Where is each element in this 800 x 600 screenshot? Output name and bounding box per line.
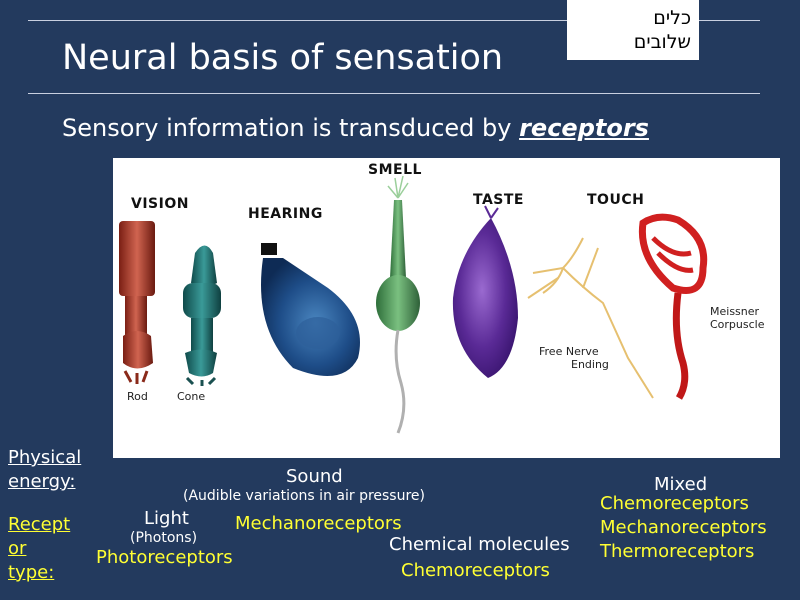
light-energy: Light	[144, 508, 189, 529]
olfactory-cell-icon	[376, 175, 420, 434]
caption-cone: Cone	[177, 390, 206, 403]
label-vision: VISION	[131, 196, 189, 212]
receptor-type-label-2: or	[8, 538, 27, 559]
receptor-figure: VISION HEARING SMELL TASTE TOUCH Rod Con…	[113, 158, 780, 458]
sound-energy: Sound	[286, 466, 343, 487]
mixed-receptor-2: Mechanoreceptors	[600, 517, 767, 538]
receptor-type-label-1: Recept	[8, 514, 71, 535]
hair-cell-icon	[261, 243, 360, 376]
sound-receptor: Mechanoreceptors	[235, 513, 402, 534]
physical-energy-label-1: Physical	[8, 447, 82, 468]
light-receptor: Photoreceptors	[96, 547, 233, 568]
slide-subtitle: Sensory information is transduced by rec…	[62, 114, 649, 142]
sound-detail: (Audible variations in air pressure)	[183, 488, 425, 504]
caption-meissner-2: Corpuscle	[710, 318, 765, 331]
mixed-energy: Mixed	[654, 474, 708, 495]
hebrew-logo-line1: כלים	[653, 7, 691, 29]
mixed-receptor-3: Thermoreceptors	[600, 541, 755, 562]
subtitle-emphasis: receptors	[519, 114, 649, 142]
slide-title: Neural basis of sensation	[62, 38, 504, 78]
mixed-receptor-1: Chemoreceptors	[600, 493, 749, 514]
physical-energy-label-2: energy:	[8, 471, 76, 492]
hebrew-logo-line2: שלובים	[633, 31, 691, 53]
receptor-illustration	[119, 175, 708, 434]
caption-free-nerve-2: Ending	[571, 358, 609, 371]
label-taste: TASTE	[473, 192, 524, 208]
rod-cell-icon	[119, 221, 155, 384]
meissner-corpuscle-icon	[638, 213, 708, 400]
free-nerve-ending-icon	[527, 237, 654, 399]
light-detail: (Photons)	[130, 530, 198, 546]
title-underline-rule	[28, 93, 760, 94]
label-touch: TOUCH	[587, 192, 645, 208]
receptor-type-label-3: type:	[8, 562, 55, 583]
caption-meissner-1: Meissner	[710, 305, 760, 318]
caption-rod: Rod	[127, 390, 148, 403]
subtitle-prefix: Sensory information is transduced by	[62, 114, 520, 142]
caption-free-nerve-1: Free Nerve	[539, 345, 599, 358]
cone-cell-icon	[183, 245, 221, 386]
label-hearing: HEARING	[248, 206, 323, 222]
top-rule	[28, 20, 760, 21]
chemical-energy: Chemical molecules	[389, 534, 570, 555]
label-smell: SMELL	[368, 162, 422, 178]
taste-cell-icon	[452, 205, 518, 378]
chemical-receptor: Chemoreceptors	[401, 560, 550, 581]
hebrew-logo: כלים שלובים	[567, 0, 699, 60]
